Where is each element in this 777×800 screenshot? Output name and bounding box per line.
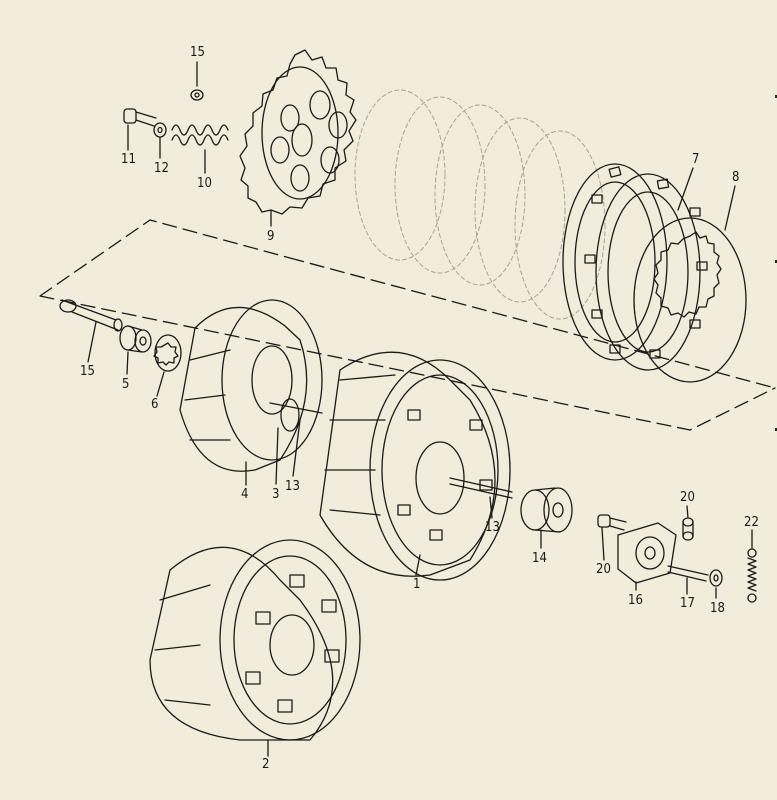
part-label-16: 15 [190,45,205,60]
part-label-12: 12 [154,161,169,176]
part-5-bushing-drawing [119,325,152,353]
part-label-7: 7 [692,152,700,167]
part-18-rod-drawing [667,565,709,582]
part-12-washer-drawing [153,122,167,138]
part-19-nut-drawing [709,569,723,587]
part-20-screw-drawing [597,514,627,531]
part-label-9: 9 [267,229,275,244]
part-2-primary-gear-drawing [149,539,361,741]
page-edge-mark [775,95,777,98]
part-label-22: 22 [744,515,759,530]
part-4-clutch-hub-drawing [179,299,323,472]
part-9-pressure-plate-drawing [239,49,357,215]
clutch-plates-stack-drawing [354,89,606,320]
part-label-15: 15 [80,364,95,379]
part-10-spring-drawing [171,124,229,146]
part-label-14: 14 [532,551,547,566]
part-22-spring-drawing [747,548,757,603]
part-14-collar-drawing [520,487,573,533]
part-label-3: 3 [272,487,280,502]
part-15-shaft-drawing [59,299,123,332]
part-7-friction-plate-drawing [562,163,708,371]
part-3-washer-drawing [269,398,323,432]
part-17-release-mechanism-drawing [617,522,677,584]
page-edge-mark [775,428,777,431]
part-label-4: 4 [241,487,249,502]
part-1-clutch-housing-drawing [319,351,513,581]
part-8-steel-plate-drawing [633,217,747,383]
leader-lines [87,61,753,757]
part-label-13-right: 13 [485,520,500,535]
part-label-5: 5 [122,377,130,392]
part-21-pin-drawing [682,517,694,541]
part-11-bolt-drawing [123,108,157,127]
part-label-17: 16 [628,593,643,608]
part-label-18: 17 [680,596,695,611]
page-edge-mark [775,260,777,263]
part-label-20: 20 [596,562,611,577]
part-label-1: 1 [413,577,421,592]
part-label-11: 11 [121,152,136,167]
part-label-21: 20 [680,490,695,505]
part-label-6: 6 [151,397,159,412]
part-label-2: 2 [262,757,270,772]
part-label-10: 10 [197,176,212,191]
part-label-8: 8 [732,170,740,185]
assembly-boundary-dashed [39,219,776,431]
part-label-19: 18 [710,601,725,616]
part-6-lock-washer-drawing [153,334,182,372]
part-label-13-left: 13 [285,479,300,494]
part-16-nut-drawing [190,89,204,101]
